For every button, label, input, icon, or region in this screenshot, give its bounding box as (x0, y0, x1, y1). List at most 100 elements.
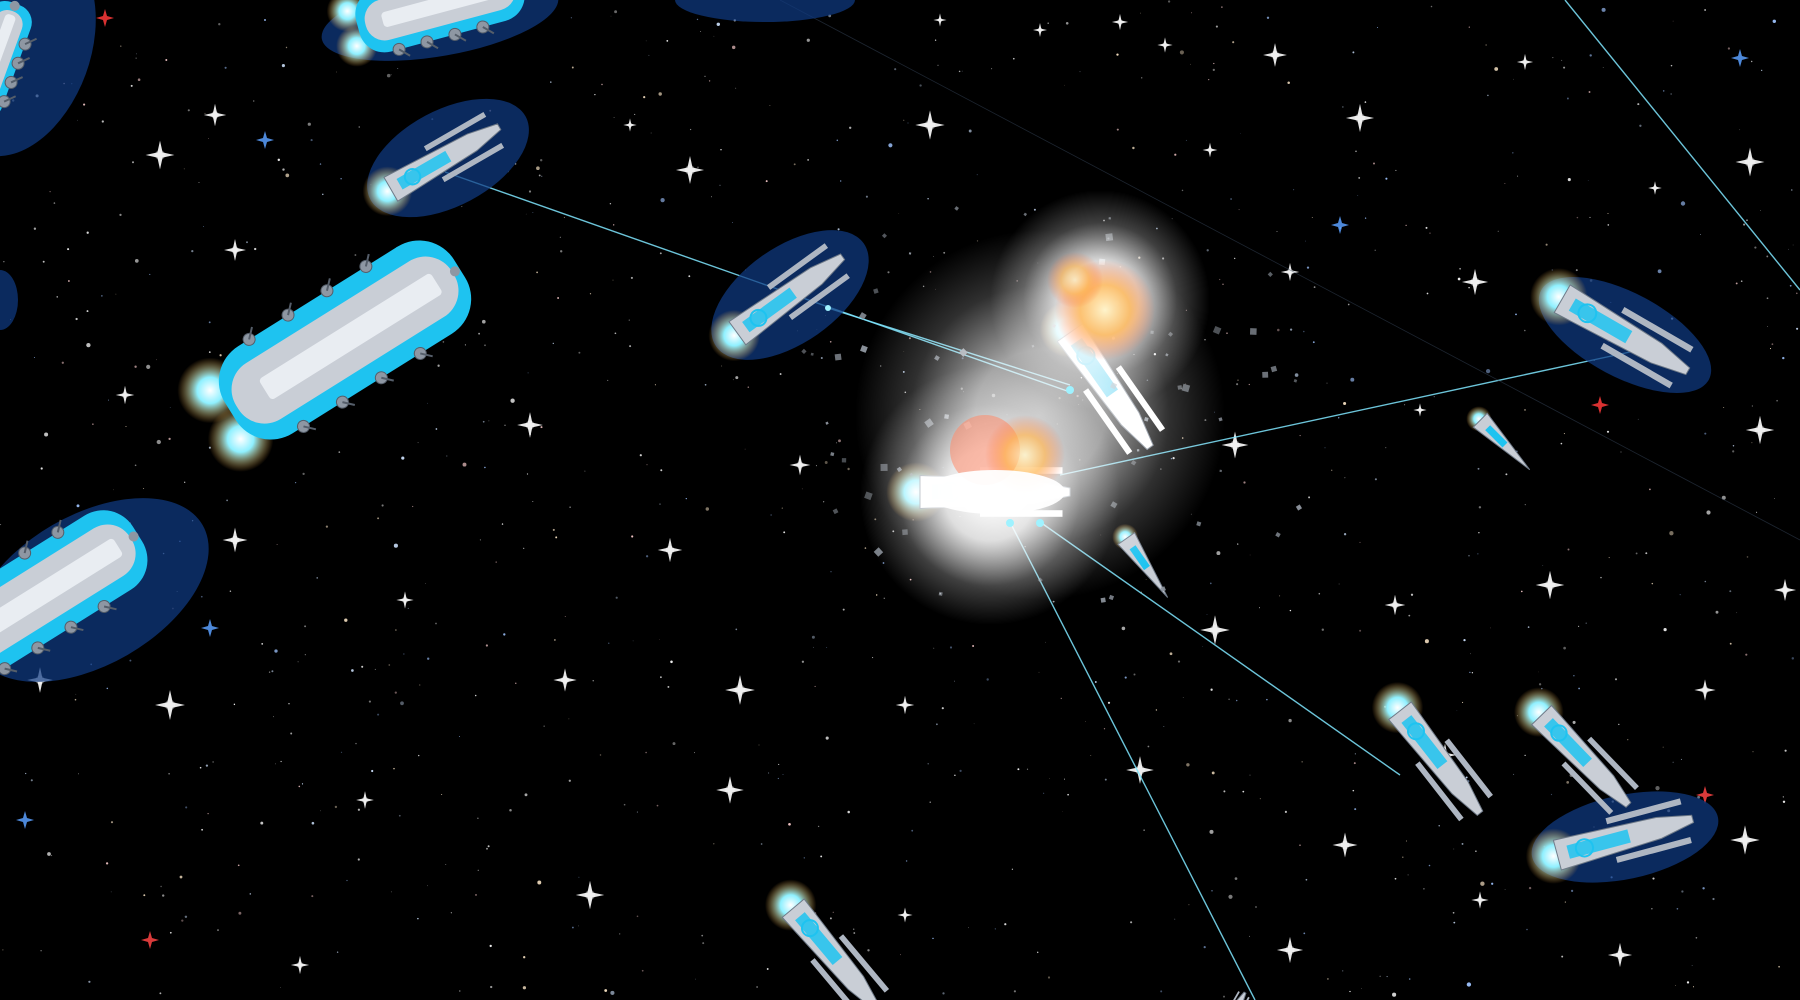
star (959, 769, 962, 773)
star (271, 670, 274, 673)
star (1311, 217, 1313, 218)
frigate-spine (1444, 738, 1493, 799)
frigate-spine (1621, 307, 1694, 353)
star (417, 917, 419, 920)
star (1303, 330, 1305, 333)
star (615, 596, 618, 599)
star (645, 751, 647, 754)
star (1213, 62, 1215, 65)
fighter-ship (1466, 406, 1531, 471)
frigate-accent (396, 150, 452, 190)
star (1277, 328, 1280, 332)
star (445, 864, 447, 865)
star (527, 372, 529, 374)
star (1347, 303, 1350, 306)
sparkle-star (1263, 43, 1287, 67)
star (1732, 450, 1735, 453)
star (310, 139, 313, 142)
star (929, 801, 931, 803)
sparkle-ray (725, 675, 755, 705)
colored-star (1331, 216, 1349, 234)
star (1321, 628, 1324, 631)
star (847, 810, 850, 814)
star (1789, 284, 1792, 287)
star (1756, 511, 1758, 513)
star (1169, 652, 1173, 656)
sparkle-star (716, 776, 744, 804)
sparkle-core (164, 699, 176, 711)
debris-chunk (1295, 504, 1303, 511)
star (1670, 64, 1673, 67)
star (614, 10, 618, 14)
star (536, 271, 538, 274)
star (368, 700, 371, 703)
star (1463, 638, 1466, 642)
star (994, 928, 996, 930)
star (390, 74, 392, 76)
star (875, 594, 878, 596)
star (550, 81, 552, 83)
star (1695, 936, 1698, 939)
star (659, 503, 661, 505)
star (631, 535, 634, 538)
sparkle-core (361, 796, 369, 804)
star (1478, 532, 1480, 534)
star (658, 92, 662, 96)
star (1784, 749, 1787, 752)
star (807, 159, 809, 161)
star (481, 319, 486, 324)
star (1542, 565, 1544, 566)
star (398, 814, 401, 817)
frigate-reactor (800, 919, 819, 938)
star (179, 875, 183, 879)
star (298, 785, 301, 788)
frigate-accent (742, 287, 797, 333)
star (68, 280, 70, 282)
frigate-spine (1415, 761, 1464, 822)
star (1669, 531, 1674, 536)
sparkle-star (553, 668, 577, 692)
star (1249, 935, 1250, 937)
star (538, 174, 541, 177)
distant-line (779, 0, 1800, 541)
star (1344, 477, 1346, 479)
star (867, 949, 870, 952)
sparkle-core (560, 675, 570, 685)
star (1504, 183, 1506, 185)
star (67, 248, 70, 251)
star (101, 120, 104, 123)
star (184, 481, 186, 483)
star (1560, 442, 1563, 445)
star (346, 879, 348, 882)
star (942, 992, 945, 995)
star (1527, 626, 1530, 628)
star (1140, 12, 1142, 14)
explosions (855, 190, 1225, 625)
star (275, 763, 276, 765)
star (395, 629, 397, 631)
star (515, 682, 517, 684)
star (1771, 343, 1774, 346)
star (501, 523, 504, 525)
star (532, 501, 534, 503)
sparkle-star (1384, 594, 1406, 616)
star (1528, 886, 1532, 890)
star (120, 45, 122, 47)
star (934, 39, 937, 41)
star (1520, 590, 1523, 593)
turret-barrel (426, 41, 439, 50)
star (249, 893, 252, 895)
star (806, 38, 810, 42)
star (134, 365, 137, 368)
star (1561, 955, 1564, 958)
star (1772, 19, 1777, 24)
star (49, 190, 51, 193)
star (461, 206, 463, 208)
star (325, 525, 329, 528)
star (1745, 653, 1748, 656)
star (1299, 435, 1301, 437)
star (1578, 687, 1580, 690)
star (1618, 723, 1620, 726)
sparkle-star (897, 907, 913, 923)
